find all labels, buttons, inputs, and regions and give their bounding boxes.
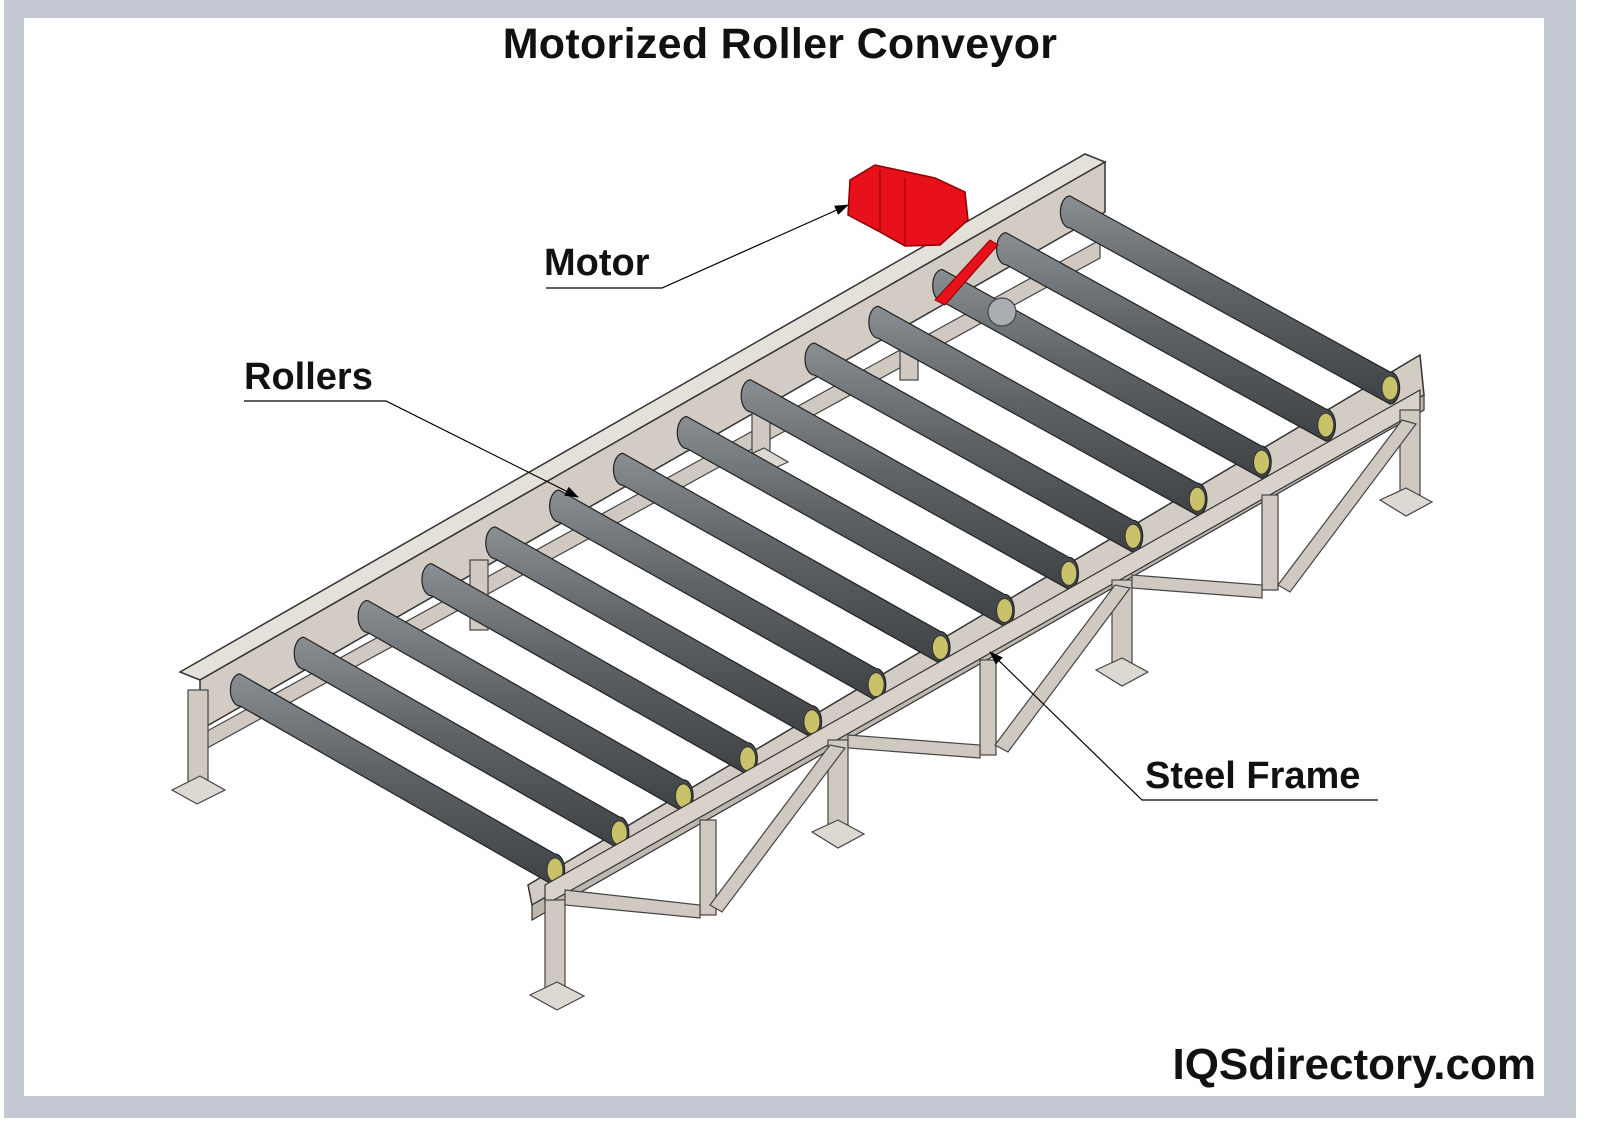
roller-bearing (1381, 375, 1399, 401)
roller (868, 305, 1208, 516)
diagram-title: Motorized Roller Conveyor (502, 20, 1058, 68)
brand-watermark: IQSdirectory.com (1172, 1040, 1536, 1089)
motor-icon (847, 164, 1017, 327)
roller-bearing (1188, 486, 1206, 512)
rollers-leader (244, 400, 579, 498)
callout-motor: Motor (544, 242, 650, 284)
front-legs (528, 409, 1434, 1011)
rollers-group (229, 195, 1401, 887)
roller (1059, 195, 1401, 405)
callout-steel-frame: Steel Frame (1145, 755, 1361, 797)
roller-bearing (1253, 449, 1271, 475)
roller-bearing (1317, 412, 1335, 438)
roller (932, 268, 1272, 479)
roller-bearing (867, 672, 885, 698)
steel-frame-leader (989, 651, 1378, 801)
callout-rollers: Rollers (244, 356, 373, 398)
roller-bearing (996, 597, 1014, 623)
roller-bearing (803, 709, 821, 735)
roller-bearing (1060, 560, 1078, 586)
roller-bearing (931, 635, 949, 661)
roller-bearing (1124, 523, 1142, 549)
leader-lines (244, 204, 1378, 801)
roller (995, 232, 1336, 442)
motor-leader (546, 204, 849, 289)
